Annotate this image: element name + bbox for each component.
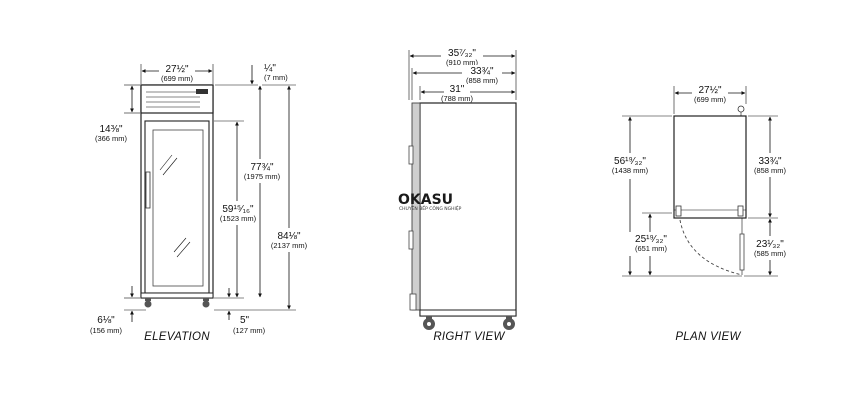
depth-inner-in: 31" — [450, 84, 465, 95]
overall-depth-in: 35⁷⁄₃₂" — [448, 48, 476, 59]
cabinet-top — [673, 115, 747, 219]
swing-left-mm: (651 mm) — [635, 244, 668, 253]
elevation-width-in: 27½" — [165, 64, 188, 75]
watermark-tagline: CHUYÊN BẾP CÔNG NGHIỆP — [399, 204, 462, 212]
overall-height-mm: (2137 mm) — [271, 241, 308, 250]
overall-depth-mm: (910 mm) — [446, 58, 479, 67]
overall-height-in: 84⅛" — [277, 231, 300, 242]
plan-view-label: PLAN VIEW — [675, 331, 741, 343]
cabinet-height-mm: (1975 mm) — [244, 172, 281, 181]
hinge-top — [408, 145, 414, 165]
plan-view: 27½" (699 mm) 56¹⁹⁄₃₂" (1438 mm) 25¹⁹⁄₃₂… — [608, 84, 794, 343]
elevation-view: 27½" (699 mm) ¼" (7 mm) 14⅜" (366 mm) 59… — [90, 62, 312, 343]
base-height-mm: (156 mm) — [90, 326, 123, 335]
watermark-logo: OKASU CHUYÊN BẾP CÔNG NGHIỆP — [398, 192, 462, 212]
plan-width-mm: (699 mm) — [694, 95, 727, 104]
plan-width-in: 27½" — [698, 85, 721, 96]
depth-body-in: 33¾" — [470, 66, 493, 77]
plan-overall-depth-mm: (1438 mm) — [612, 166, 649, 175]
panel-height-in: 14⅜" — [99, 124, 122, 135]
door-open — [739, 233, 745, 271]
cabinet-height-in: 77¾" — [250, 162, 273, 173]
top-gap-mm: (7 mm) — [264, 73, 288, 82]
plan-overall-depth-in: 56¹⁹⁄₃₂" — [614, 156, 646, 167]
elevation-label: ELEVATION — [144, 331, 210, 343]
watermark-brand: OKASU — [398, 192, 453, 208]
right-view-label: RIGHT VIEW — [433, 331, 505, 343]
plan-body-depth-mm: (858 mm) — [754, 166, 787, 175]
elevation-width-mm: (699 mm) — [161, 74, 194, 83]
door-handle — [145, 171, 151, 209]
caster-wheel — [202, 300, 210, 308]
depth-body-mm: (858 mm) — [466, 76, 499, 85]
right-view: 35⁷⁄₃₂" (910 mm) 33¾" (858 mm) 31" (788 … — [398, 48, 517, 343]
swing-left-in: 25¹⁹⁄₃₂" — [635, 234, 667, 245]
top-gap-in: ¼" — [264, 62, 276, 74]
hinge-bottom — [408, 230, 414, 250]
control-display — [196, 89, 208, 94]
door-swing-arc — [679, 219, 743, 276]
caster-height-mm: (127 mm) — [233, 326, 266, 335]
swing-right-in: 23¹⁄₃₂" — [756, 239, 784, 250]
plan-body-depth-in: 33¾" — [758, 156, 781, 167]
panel-height-mm: (366 mm) — [95, 134, 128, 143]
base-height-in: 6⅛" — [97, 315, 115, 326]
cabinet-side — [419, 102, 517, 317]
door-height-mm: (1523 mm) — [220, 214, 257, 223]
door-height-in: 59¹⁵⁄₁₆" — [222, 204, 254, 215]
glass-pane — [152, 129, 204, 287]
depth-inner-mm: (788 mm) — [441, 94, 474, 103]
caster-height-in: 5" — [240, 315, 250, 326]
caster-wheel — [144, 300, 152, 308]
swing-right-mm: (585 mm) — [754, 249, 787, 258]
